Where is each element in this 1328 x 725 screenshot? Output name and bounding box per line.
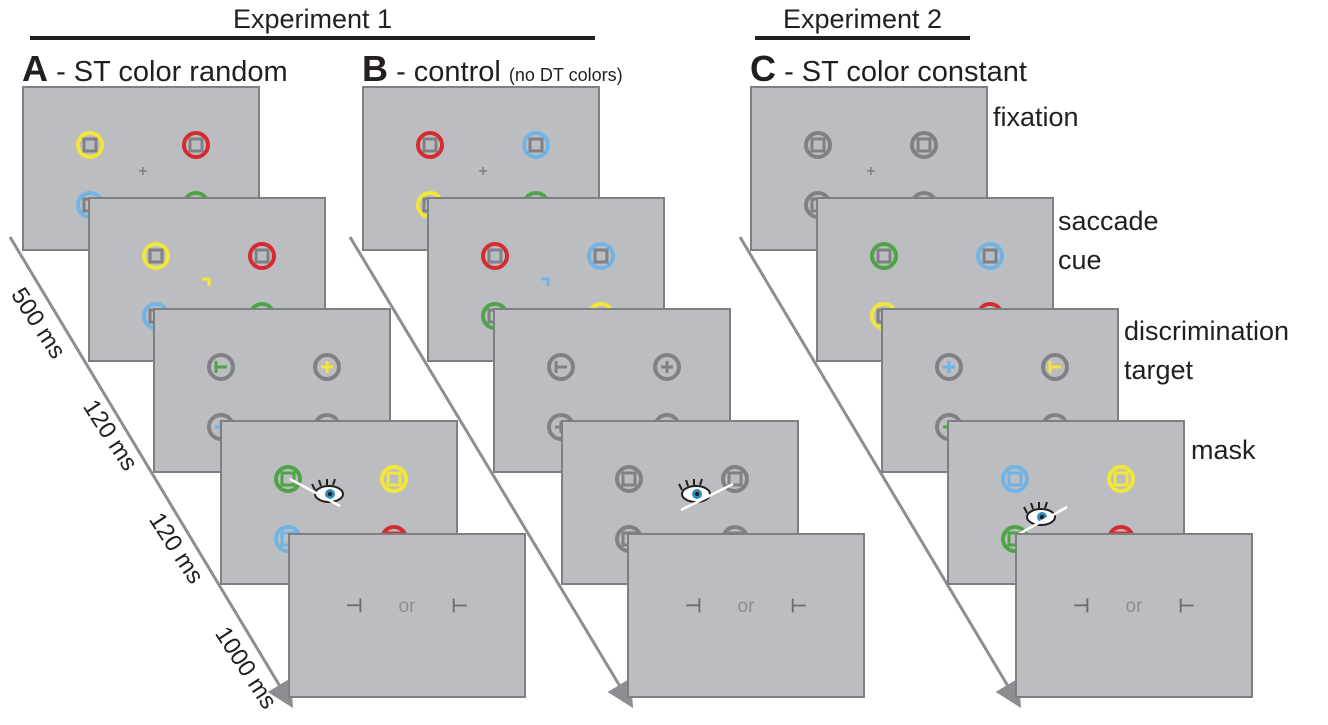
timeline-arrow-b [348, 236, 634, 709]
panel-b-letter: B [362, 48, 388, 89]
response-or: or [398, 596, 416, 617]
experiment-1-header: Experiment 1 [232, 4, 393, 34]
stimulus-top-left [804, 131, 832, 159]
saccade-cue-mark [202, 277, 211, 286]
experiment-2-header: Experiment 2 [782, 4, 943, 34]
right-tick-icon: ⊢ [451, 596, 469, 617]
stimulus-top-right [522, 131, 550, 159]
timeline-arrow-c [738, 236, 1022, 709]
panel-c-title: C - ST color constant [750, 48, 1027, 90]
panel-b-title: B - control (no DT colors) [362, 48, 623, 90]
stimulus-top-right [1107, 465, 1135, 493]
experiment-1-underline [30, 36, 595, 40]
stimulus-top-left [547, 353, 575, 381]
saccade-cue-mark [541, 277, 550, 286]
stimulus-top-left [935, 353, 963, 381]
panel-c-letter: C [750, 48, 776, 89]
stage-label-fixation: fixation [993, 102, 1079, 132]
panel-a-label: - ST color random [56, 56, 288, 88]
left-tick-icon: ⊣ [345, 596, 363, 617]
panel-b-label: - control [396, 56, 509, 88]
panel-b-response-screen: ⊣ or ⊢ [627, 533, 865, 698]
stimulus-top-left [870, 242, 898, 270]
panel-a-response-screen: ⊣ or ⊢ [288, 533, 526, 698]
response-or: or [737, 596, 755, 617]
stage-label-discrimination: discrimination [1124, 316, 1290, 346]
eye-icon [1023, 501, 1056, 526]
response-or: or [1125, 596, 1143, 617]
stage-label-saccade: saccade [1058, 206, 1159, 236]
panel-c-response-screen: ⊣ or ⊢ [1015, 533, 1253, 698]
response-options: ⊣ or ⊢ [290, 595, 524, 618]
right-tick-icon: ⊢ [790, 596, 808, 617]
stimulus-top-left [142, 242, 170, 270]
stimulus-top-left [615, 465, 643, 493]
stimulus-top-left [76, 131, 104, 159]
stimulus-top-right [910, 131, 938, 159]
stimulus-top-left [207, 353, 235, 381]
experiment-2-underline [755, 36, 970, 40]
stimulus-top-left [481, 242, 509, 270]
saccade-arrow-icon [289, 477, 341, 508]
timeline-arrow-a [8, 236, 294, 709]
response-options: ⊣ or ⊢ [1017, 595, 1251, 618]
stimulus-top-right [1041, 353, 1069, 381]
panel-a-letter: A [22, 48, 48, 89]
right-tick-icon: ⊢ [1178, 596, 1196, 617]
stage-label-mask: mask [1191, 435, 1256, 465]
stimulus-top-right [976, 242, 1004, 270]
stage-label-target: target [1124, 355, 1194, 385]
stimulus-top-right [248, 242, 276, 270]
stimulus-top-right [653, 353, 681, 381]
stimulus-top-right [313, 353, 341, 381]
stimulus-top-right [380, 465, 408, 493]
stimulus-top-left [416, 131, 444, 159]
fixation-cross [867, 167, 875, 175]
stimulus-top-right [182, 131, 210, 159]
fixation-cross [139, 167, 147, 175]
panel-a-title: A - ST color random [22, 48, 288, 90]
saccade-arrow-icon [1018, 505, 1068, 536]
left-tick-icon: ⊣ [1072, 596, 1090, 617]
response-options: ⊣ or ⊢ [629, 595, 863, 618]
stimulus-display [416, 131, 550, 219]
saccade-arrow-icon [680, 482, 734, 512]
left-tick-icon: ⊣ [684, 596, 702, 617]
eye-icon [311, 478, 344, 503]
stimulus-top-left [1001, 465, 1029, 493]
stimulus-top-left [274, 465, 302, 493]
stage-label-cue: cue [1058, 245, 1102, 275]
stimulus-top-right [721, 465, 749, 493]
panel-b-note: (no DT colors) [508, 65, 623, 85]
stimulus-top-right [587, 242, 615, 270]
fixation-cross [479, 167, 487, 175]
panel-c-label: - ST color constant [784, 56, 1027, 88]
